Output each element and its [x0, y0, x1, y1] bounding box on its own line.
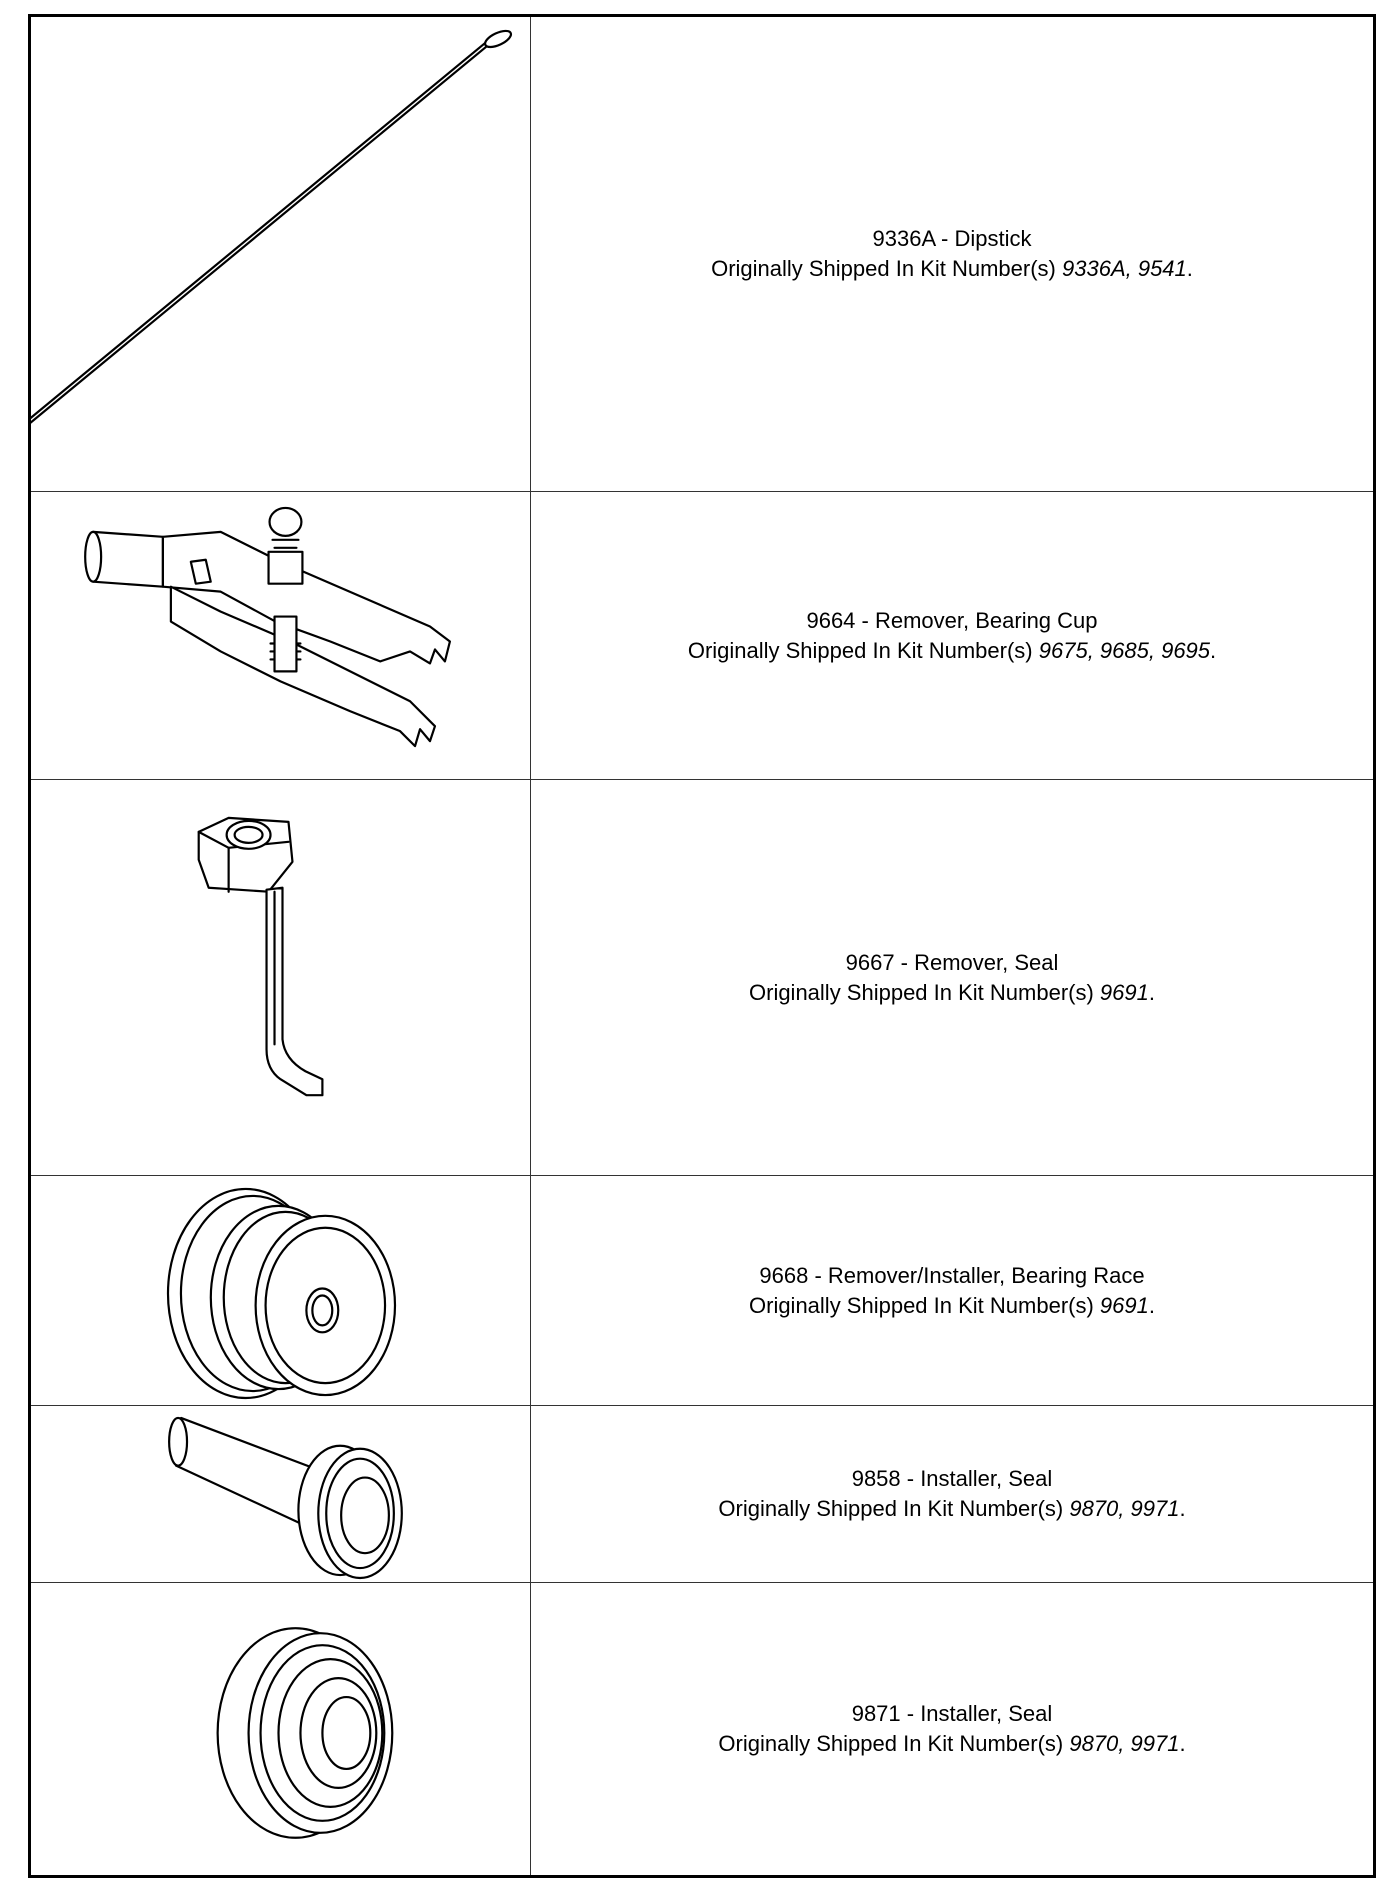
table-row: 9668 - Remover/Installer, Bearing Race O… [31, 1176, 1373, 1406]
description-cell: 9858 - Installer, Seal Originally Shippe… [531, 1406, 1373, 1582]
tool-title: 9336A - Dipstick [872, 226, 1032, 251]
description-cell: 9668 - Remover/Installer, Bearing Race O… [531, 1176, 1373, 1405]
kit-numbers: Originally Shipped In Kit Number(s) 9691… [749, 979, 1155, 1005]
kit-numbers: Originally Shipped In Kit Number(s) 9675… [687, 637, 1217, 663]
table-row: 9858 - Installer, Seal Originally Shippe… [31, 1406, 1373, 1583]
kit-numbers: Originally Shipped In Kit Number(s) 9336… [711, 256, 1193, 281]
seal-installer-icon [168, 1416, 403, 1580]
description-cell: 9667 - Remover, Seal Originally Shipped … [531, 780, 1373, 1175]
kit-numbers: Originally Shipped In Kit Number(s) 9870… [718, 1731, 1186, 1756]
bearing-race-tool-icon [166, 1187, 397, 1400]
tool-title: 9668 - Remover/Installer, Bearing Race [759, 1262, 1145, 1288]
illustration-cell [31, 1176, 531, 1405]
illustration-cell [31, 1406, 531, 1582]
kit-numbers: Originally Shipped In Kit Number(s) 9691… [749, 1292, 1155, 1318]
seal-installer-disc-icon [216, 1627, 394, 1839]
illustration-cell [31, 17, 531, 491]
tool-table: 9336A - Dipstick Originally Shipped In K… [28, 14, 1376, 1878]
description-cell: 9871 - Installer, Seal Originally Shippe… [531, 1583, 1373, 1875]
illustration-cell [31, 780, 531, 1175]
table-row: 9336A - Dipstick Originally Shipped In K… [31, 17, 1373, 492]
dipstick-icon [31, 29, 513, 424]
kit-numbers: Originally Shipped In Kit Number(s) 9870… [718, 1496, 1186, 1521]
tool-title: 9858 - Installer, Seal [851, 1466, 1053, 1491]
table-row: 9667 - Remover, Seal Originally Shipped … [31, 780, 1373, 1176]
tool-title: 9871 - Installer, Seal [851, 1701, 1053, 1726]
illustration-cell [31, 492, 531, 779]
description-cell: 9664 - Remover, Bearing Cup Originally S… [531, 492, 1373, 779]
table-row: 9664 - Remover, Bearing Cup Originally S… [31, 492, 1373, 780]
seal-remover-icon [197, 816, 324, 1097]
tool-title: 9664 - Remover, Bearing Cup [806, 607, 1098, 633]
table-row: 9871 - Installer, Seal Originally Shippe… [31, 1583, 1373, 1875]
tool-title: 9667 - Remover, Seal [845, 949, 1059, 975]
bearing-cup-remover-icon [84, 506, 452, 748]
description-cell: 9336A - Dipstick Originally Shipped In K… [531, 17, 1373, 491]
illustration-cell [31, 1583, 531, 1875]
